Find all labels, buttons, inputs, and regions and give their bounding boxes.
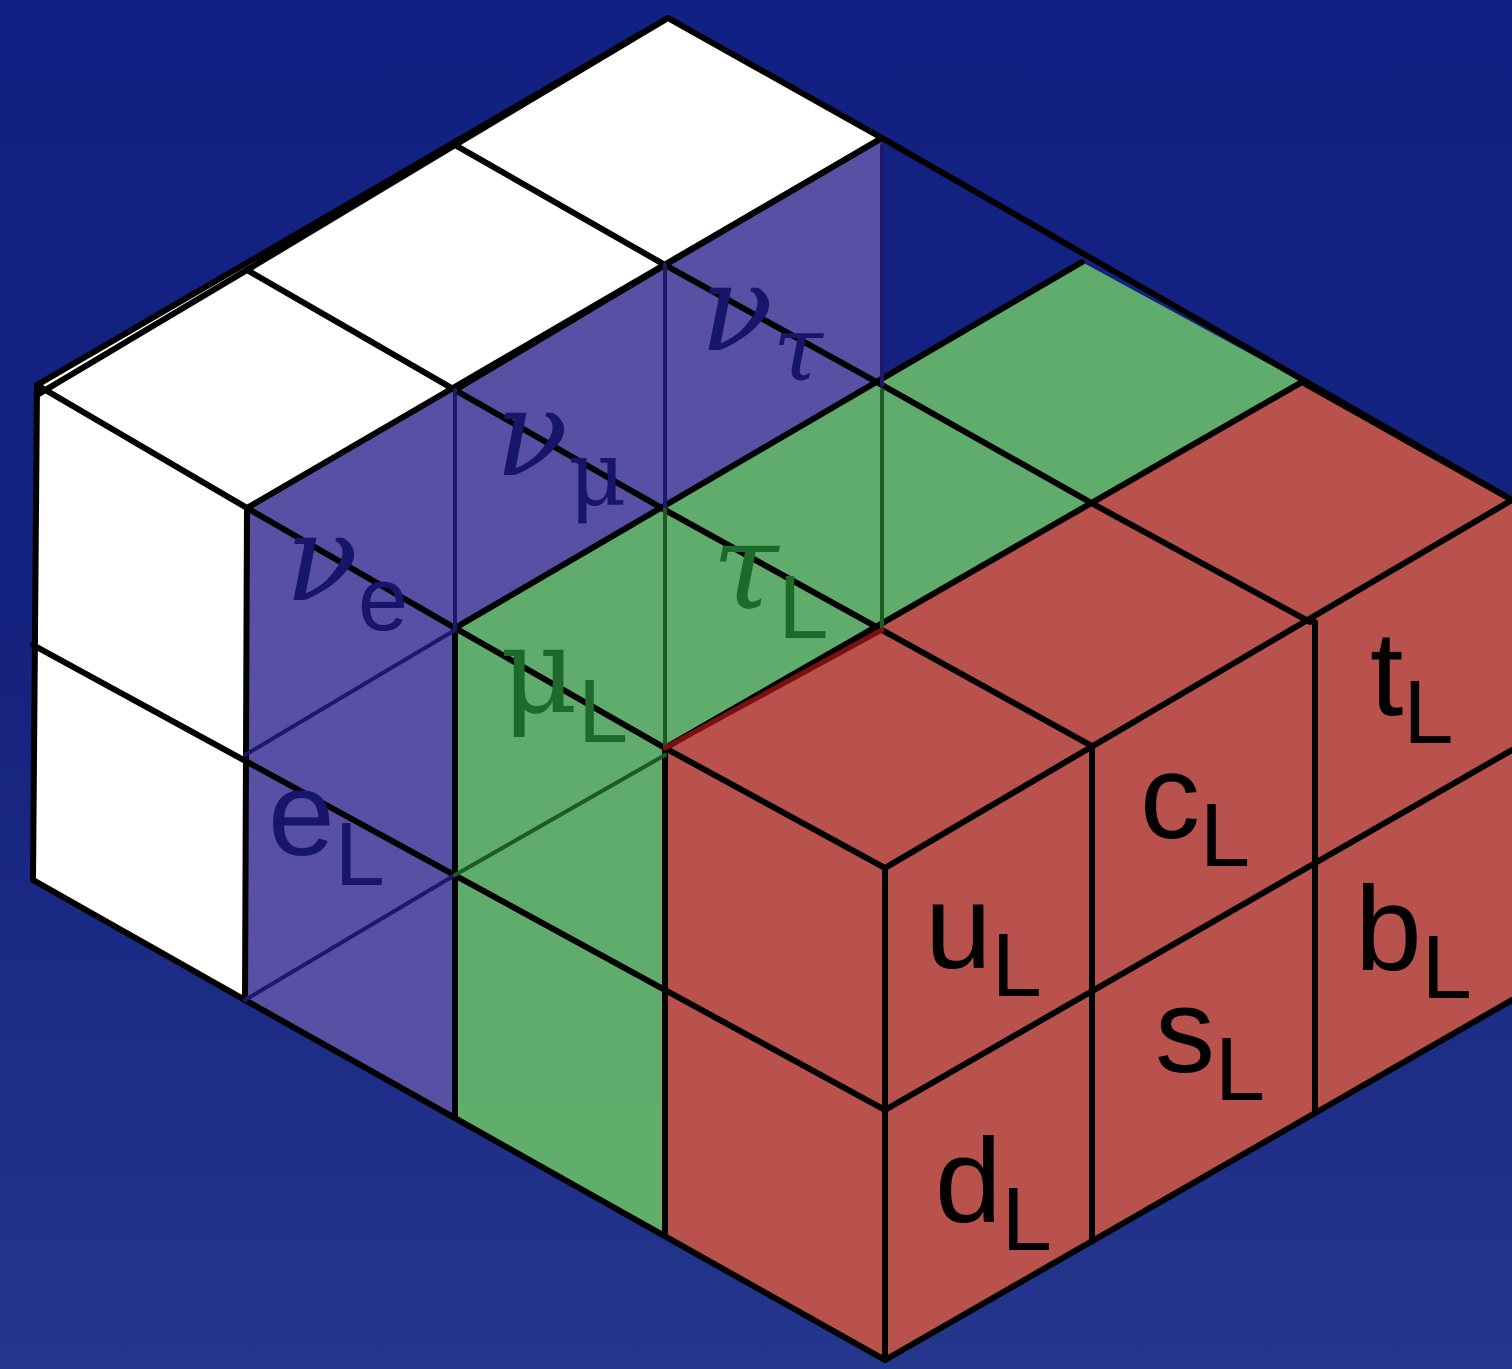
label-e-l-base: e — [268, 747, 335, 881]
label-s-l-sub: L — [1215, 1020, 1265, 1120]
grid-edges — [30, 15, 1512, 1363]
white-top-face — [37, 18, 882, 508]
label-nu-tau-base: ν — [700, 240, 773, 379]
label-mu-l: μL — [500, 602, 628, 762]
label-s-l: sL — [1155, 964, 1265, 1120]
label-d-l-base: d — [935, 1114, 1002, 1248]
white-front-face — [33, 385, 247, 1000]
label-c-l-base: c — [1140, 730, 1200, 864]
label-u-l-base: u — [925, 860, 992, 994]
label-nu-tau: ντ — [700, 240, 824, 402]
label-t-l-base: t — [1370, 607, 1403, 741]
label-mu-l-sub: L — [578, 662, 628, 762]
label-nu-e-base: ν — [285, 490, 358, 629]
label-nu-mu-base: ν — [495, 365, 568, 504]
label-e-l-sub: L — [335, 805, 385, 905]
label-b-l: bL — [1355, 862, 1472, 1018]
label-s-l-base: s — [1155, 964, 1215, 1098]
labels: νe νμ ντ eL μL τL uL cL tL dL — [268, 240, 1472, 1270]
label-b-l-base: b — [1355, 862, 1422, 996]
label-u-l-sub: L — [992, 916, 1042, 1016]
label-d-l: dL — [935, 1114, 1052, 1270]
label-nu-e-sub: e — [358, 550, 408, 650]
label-t-l: tL — [1370, 607, 1453, 763]
label-d-l-sub: L — [1002, 1170, 1052, 1270]
quark-top-face — [665, 382, 1512, 868]
label-nu-tau-sub: τ — [773, 297, 824, 402]
label-tau-l-sub: L — [778, 558, 828, 658]
label-b-l-sub: L — [1422, 918, 1472, 1018]
label-nu-mu-sub: μ — [568, 422, 627, 527]
label-c-l: cL — [1140, 730, 1250, 886]
label-u-l: uL — [925, 860, 1042, 1016]
label-e-l: eL — [268, 747, 385, 905]
label-tau-l: τL — [712, 498, 828, 658]
label-tau-l-base: τ — [712, 498, 780, 637]
label-t-l-sub: L — [1403, 663, 1453, 763]
quark-front-face — [665, 748, 885, 1360]
label-nu-e: νe — [285, 490, 408, 650]
white-block — [33, 18, 882, 1000]
neutrino-top-face — [247, 138, 882, 628]
label-c-l-sub: L — [1200, 786, 1250, 886]
label-mu-l-base: μ — [500, 602, 578, 741]
label-nu-mu: νμ — [495, 365, 626, 527]
